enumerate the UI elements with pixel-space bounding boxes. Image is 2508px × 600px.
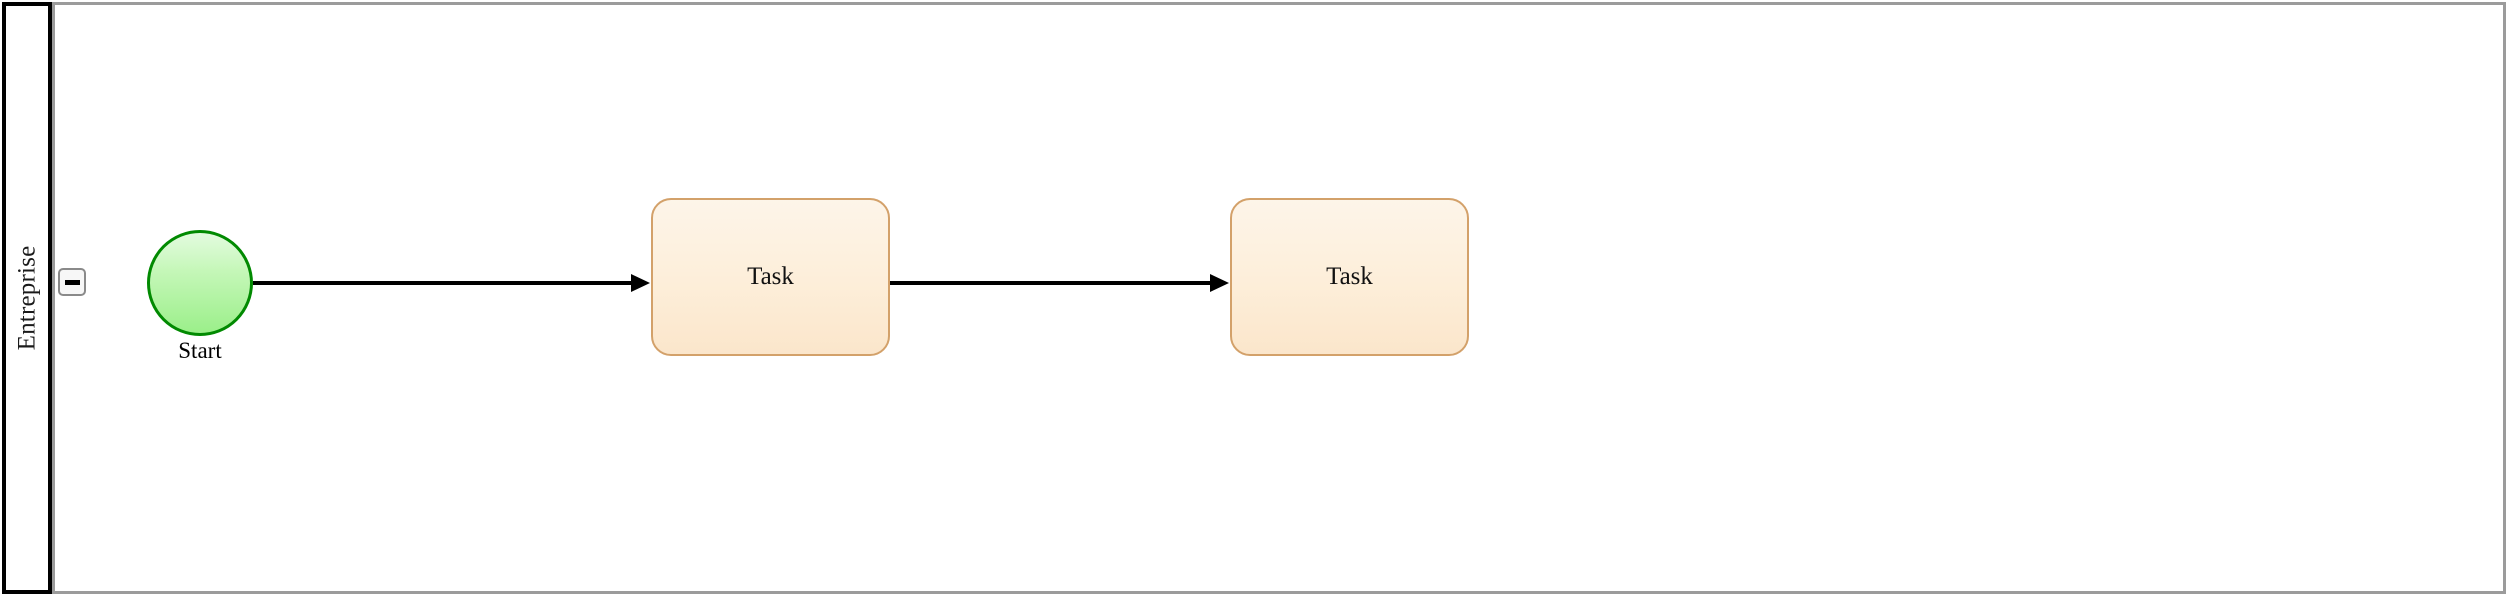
pool-collapse-button[interactable] (58, 268, 86, 296)
minus-icon (64, 279, 80, 285)
task-label: Task (1326, 263, 1373, 290)
sequence-flow-start-to-task1[interactable] (253, 281, 633, 285)
task-label: Task (747, 263, 794, 290)
pool-header[interactable]: Entreprise (2, 2, 52, 594)
task-node-2[interactable]: Task (1230, 198, 1469, 356)
start-event-label: Start (178, 338, 222, 363)
sequence-flow-task1-to-task2[interactable] (890, 281, 1212, 285)
pool-name-label: Entreprise (13, 245, 41, 351)
task-node-1[interactable]: Task (651, 198, 890, 356)
start-event[interactable] (147, 230, 253, 336)
arrow-head-icon (1210, 274, 1229, 292)
arrow-head-icon (631, 274, 650, 292)
